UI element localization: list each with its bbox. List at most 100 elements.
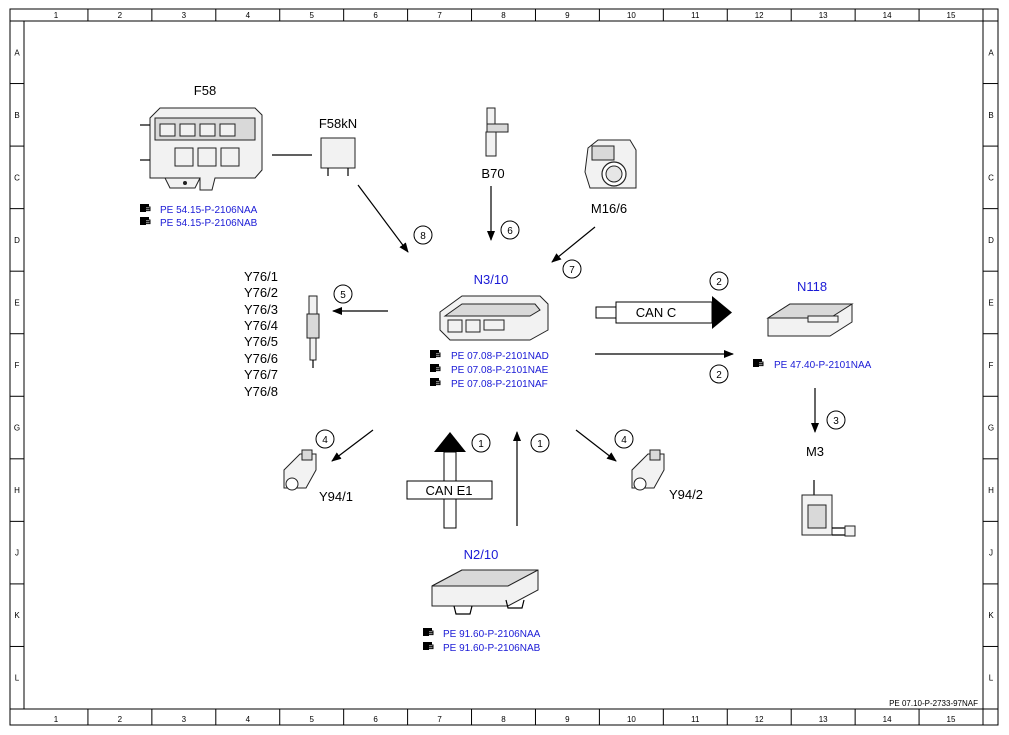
n2-10-control-unit — [431, 569, 539, 615]
signal-4b-marker: 4 — [614, 429, 634, 449]
n118-label: N118 — [797, 279, 827, 294]
column-marker-10-bottom: 10 — [627, 715, 636, 724]
row-marker-H-right: H — [988, 486, 994, 495]
row-marker-J-left: J — [15, 549, 19, 558]
y76-labels: Y76/1 Y76/2 Y76/3 Y76/4 Y76/5 Y76/6 Y76/… — [244, 269, 278, 399]
column-marker-13-top: 13 — [819, 11, 828, 20]
svg-text:PE 47.40-P-2101NAA: PE 47.40-P-2101NAA — [774, 360, 872, 371]
row-marker-L-left: L — [15, 674, 20, 683]
column-marker-11-top: 11 — [691, 11, 700, 20]
row-marker-D-right: D — [988, 236, 994, 245]
n2-10-ref-1[interactable]: PE 91.60-P-2106NAA — [422, 627, 541, 640]
svg-text:Y76/4: Y76/4 — [244, 318, 278, 333]
document-id: PE 07.10-P-2733-97NAF — [889, 699, 978, 708]
column-marker-7-top: 7 — [437, 11, 442, 20]
svg-text:4: 4 — [621, 435, 627, 446]
svg-text:5: 5 — [340, 290, 346, 301]
can-c-label: CAN C — [636, 305, 676, 320]
f58-fuse-relay-box — [140, 107, 263, 191]
row-marker-B-right: B — [988, 111, 993, 120]
row-marker-F-right: F — [989, 361, 994, 370]
row-marker-K-left: K — [14, 611, 20, 620]
row-marker-F-left: F — [15, 361, 20, 370]
signal-3-marker: 3 — [826, 410, 846, 430]
row-marker-G-left: G — [14, 424, 20, 433]
column-marker-6-top: 6 — [373, 11, 378, 20]
column-marker-13-bottom: 13 — [819, 715, 828, 724]
svg-text:Y76/5: Y76/5 — [244, 334, 278, 349]
svg-text:Y76/2: Y76/2 — [244, 285, 278, 300]
column-marker-8-top: 8 — [501, 11, 506, 20]
m3-fuel-pump — [801, 480, 856, 537]
svg-text:1: 1 — [537, 439, 543, 450]
row-marker-A-left: A — [14, 48, 20, 57]
column-marker-4-top: 4 — [246, 11, 251, 20]
y94-1-valve — [283, 449, 317, 491]
signal-1b-marker: 1 — [530, 433, 550, 453]
column-marker-7-bottom: 7 — [437, 715, 442, 724]
n118-control-unit — [766, 303, 854, 337]
m16-6-throttle-actuator — [584, 139, 637, 189]
svg-text:PE 54.15-P-2106NAB: PE 54.15-P-2106NAB — [160, 218, 258, 229]
column-marker-5-bottom: 5 — [309, 715, 314, 724]
m3-label: M3 — [806, 444, 824, 459]
column-marker-9-bottom: 9 — [565, 715, 570, 724]
svg-text:8: 8 — [420, 231, 426, 242]
svg-text:Y76/6: Y76/6 — [244, 351, 278, 366]
column-marker-1-top: 1 — [54, 11, 59, 20]
can-e1-bus-arrow — [406, 432, 493, 529]
row-marker-J-right: J — [989, 549, 993, 558]
svg-text:PE 91.60-P-2106NAA: PE 91.60-P-2106NAA — [443, 629, 541, 640]
column-marker-15-bottom: 15 — [947, 715, 956, 724]
signal-6-marker: 6 — [500, 220, 520, 240]
n3-10-label: N3/10 — [474, 272, 509, 287]
arrow-n3-10-to-y94-2 — [575, 429, 617, 462]
svg-text:4: 4 — [322, 435, 328, 446]
b70-sensor — [485, 107, 509, 157]
svg-text:Y76/3: Y76/3 — [244, 302, 278, 317]
n3-10-engine-control-unit — [439, 295, 549, 341]
column-marker-14-top: 14 — [883, 11, 892, 20]
column-marker-12-bottom: 12 — [755, 715, 764, 724]
column-marker-8-bottom: 8 — [501, 715, 506, 724]
svg-text:2: 2 — [716, 370, 722, 381]
column-marker-6-bottom: 6 — [373, 715, 378, 724]
y76-injector — [306, 295, 320, 368]
signal-7-marker: 7 — [562, 259, 582, 279]
arrow-f58kn-to-n3-10 — [357, 184, 409, 253]
row-marker-C-right: C — [988, 173, 994, 182]
column-marker-10-top: 10 — [627, 11, 636, 20]
svg-text:PE 07.08-P-2101NAD: PE 07.08-P-2101NAD — [451, 351, 549, 362]
n118-ref-1[interactable]: PE 47.40-P-2101NAA — [752, 358, 872, 371]
row-marker-E-left: E — [14, 299, 19, 308]
f58-ref-2[interactable]: PE 54.15-P-2106NAB — [139, 216, 258, 229]
can-c-bus-arrow — [595, 296, 732, 329]
column-marker-2-top: 2 — [118, 11, 123, 20]
n3-10-ref-2[interactable]: PE 07.08-P-2101NAE — [429, 363, 549, 376]
column-marker-11-bottom: 11 — [691, 715, 700, 724]
signal-2b-marker: 2 — [709, 364, 729, 384]
row-marker-C-left: C — [14, 173, 20, 182]
n2-10-ref-2[interactable]: PE 91.60-P-2106NAB — [422, 641, 541, 654]
signal-5-marker: 5 — [333, 284, 353, 304]
column-marker-3-top: 3 — [182, 11, 187, 20]
row-marker-H-left: H — [14, 486, 20, 495]
n3-10-ref-1[interactable]: PE 07.08-P-2101NAD — [429, 349, 549, 362]
svg-text:PE 07.08-P-2101NAF: PE 07.08-P-2101NAF — [451, 379, 548, 390]
b70-label: B70 — [481, 166, 504, 181]
signal-1a-marker: 1 — [471, 433, 491, 453]
column-marker-5-top: 5 — [309, 11, 314, 20]
row-marker-E-right: E — [988, 299, 993, 308]
svg-text:1: 1 — [478, 439, 484, 450]
svg-text:PE 54.15-P-2106NAA: PE 54.15-P-2106NAA — [160, 205, 258, 216]
svg-text:Y76/8: Y76/8 — [244, 384, 278, 399]
svg-text:3: 3 — [833, 416, 839, 427]
svg-text:Y76/7: Y76/7 — [244, 367, 278, 382]
column-marker-12-top: 12 — [755, 11, 764, 20]
f58-ref-1[interactable]: PE 54.15-P-2106NAA — [139, 203, 258, 216]
n3-10-ref-3[interactable]: PE 07.08-P-2101NAF — [429, 377, 548, 390]
row-marker-D-left: D — [14, 236, 20, 245]
svg-text:PE 07.08-P-2101NAE: PE 07.08-P-2101NAE — [451, 365, 549, 376]
